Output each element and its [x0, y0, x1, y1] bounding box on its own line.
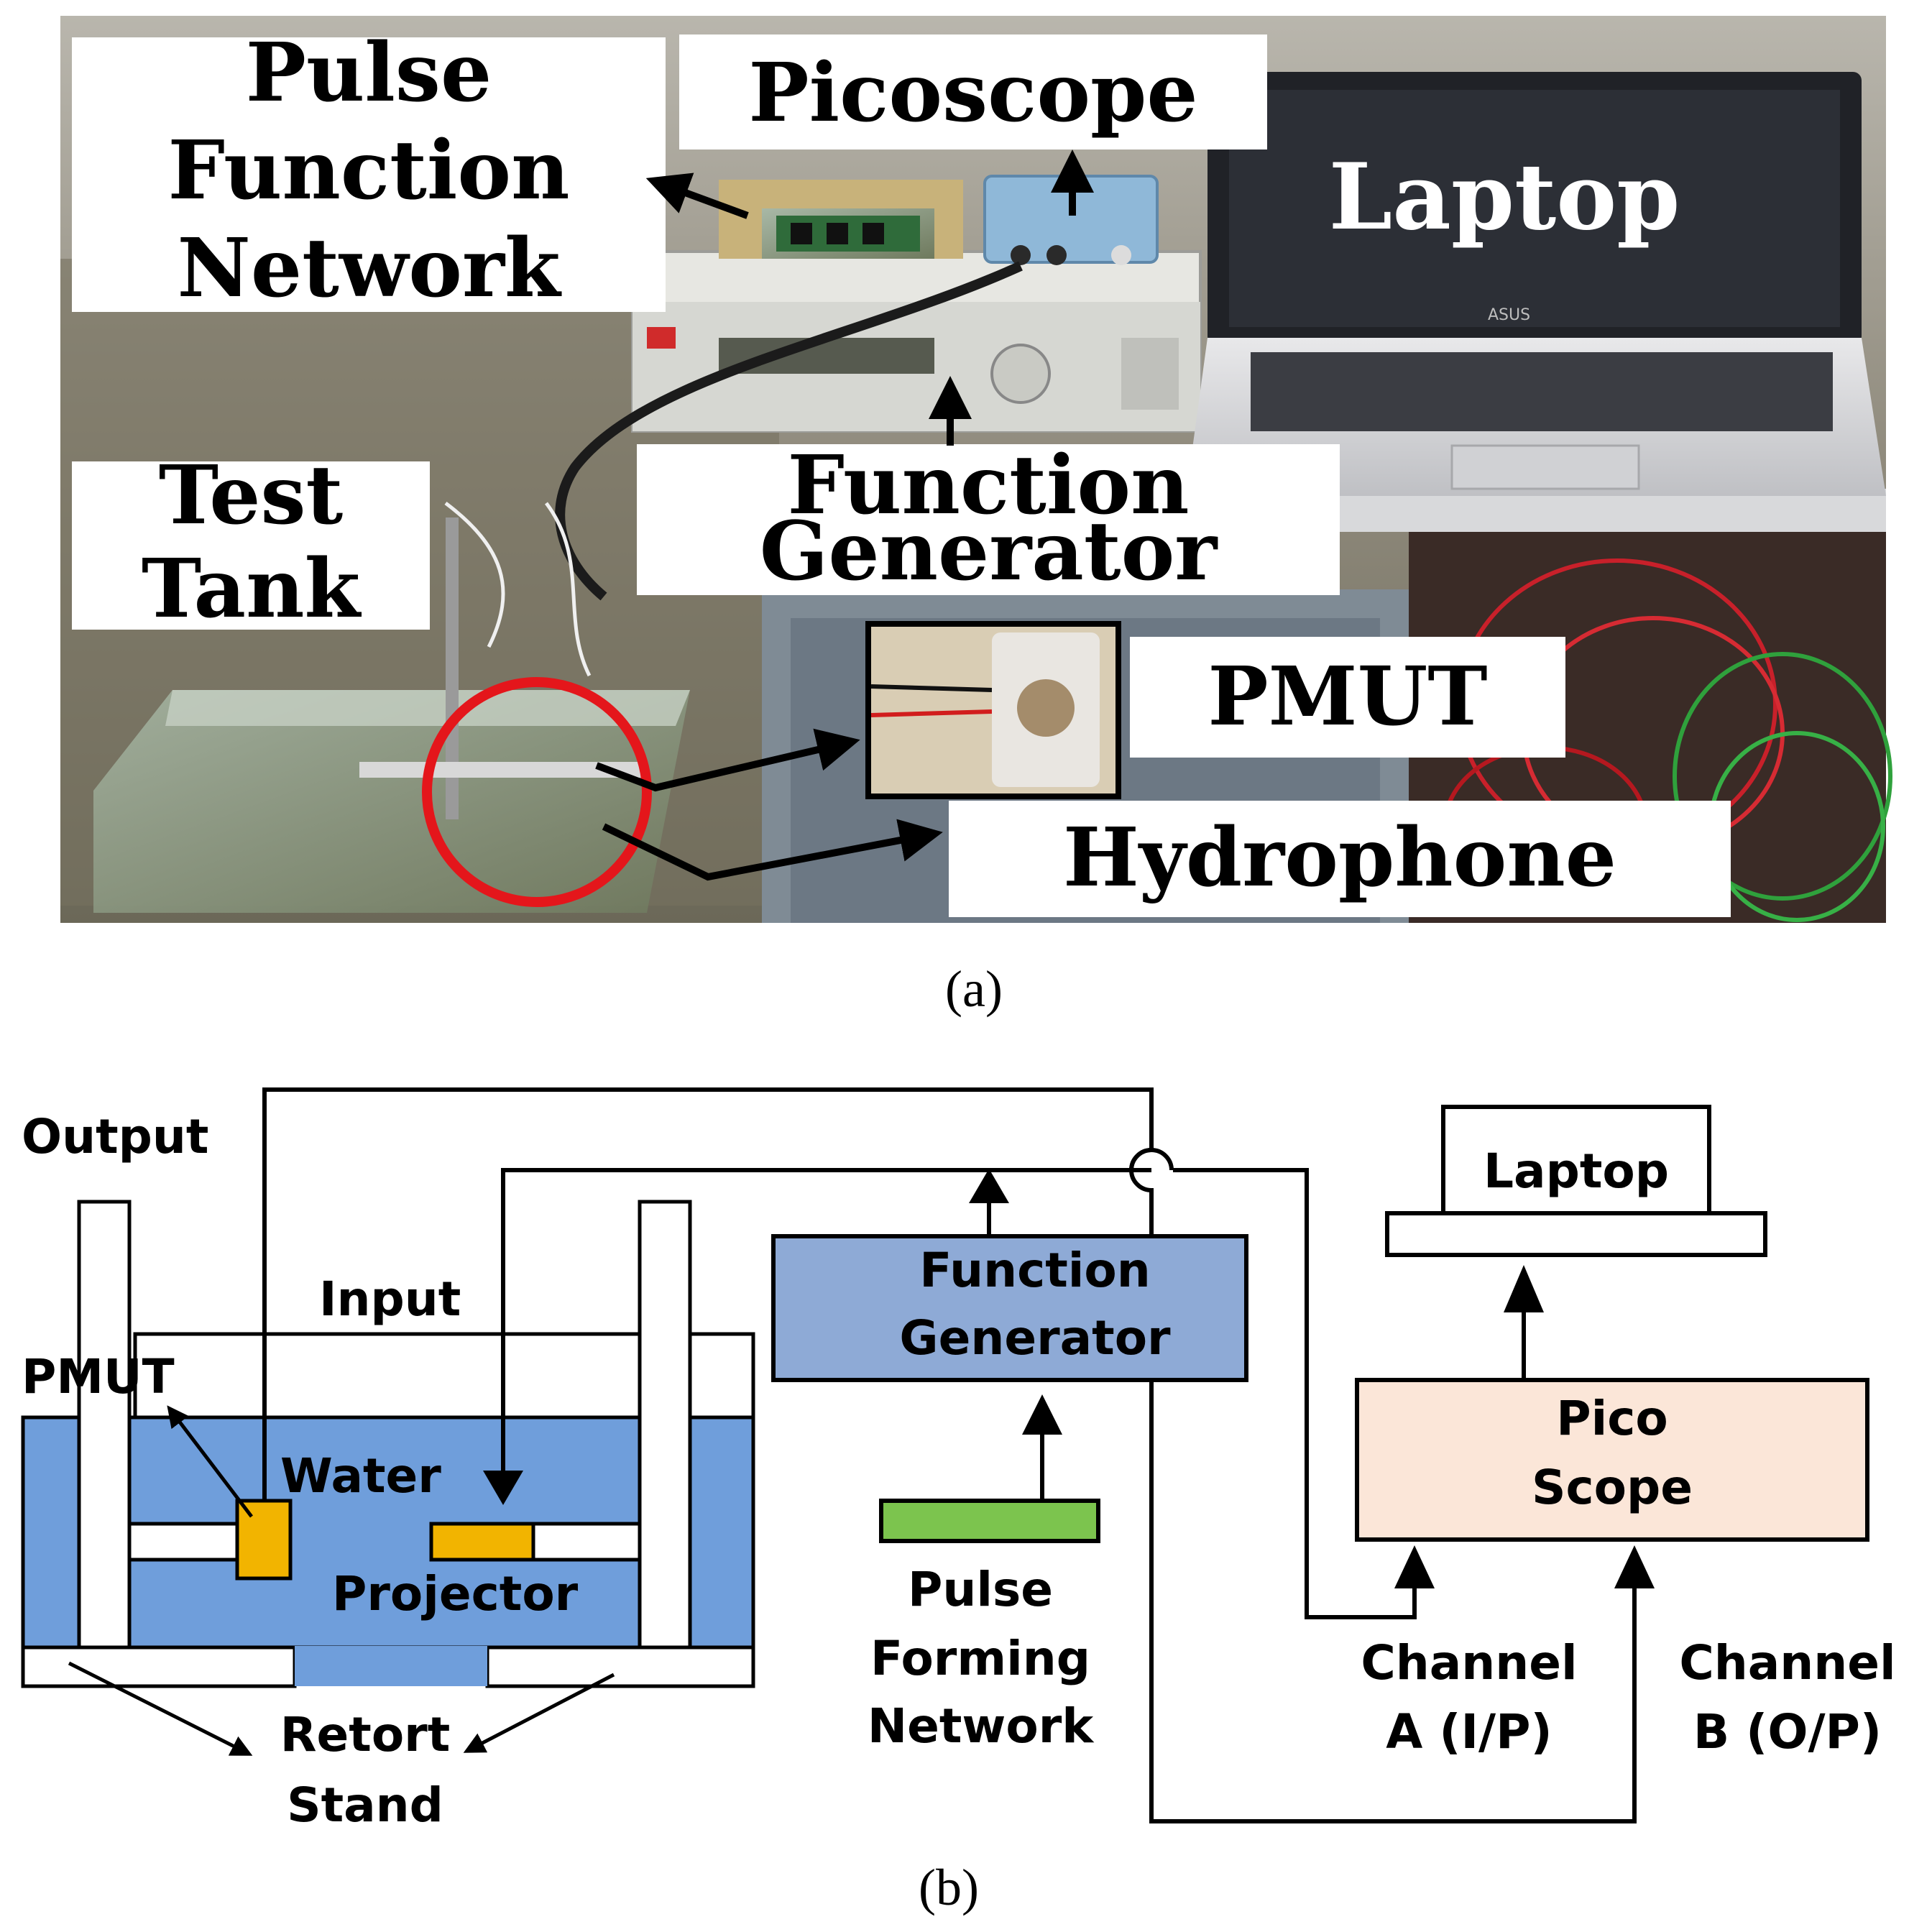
diagram-arrowheads	[483, 1169, 1655, 1588]
picoscope-label: Picoscope	[679, 34, 1267, 150]
arrowhead-channel-a	[1394, 1545, 1435, 1588]
photo-arrows	[595, 150, 1094, 881]
channel-a-label-line2: A (I/P)	[1386, 1704, 1552, 1760]
retort-label-line1: Retort	[280, 1707, 451, 1762]
arrow-to-pulse-network	[645, 172, 749, 219]
svg-text:Function: Function	[167, 124, 569, 218]
highlight-circle	[422, 677, 652, 907]
arrow-retort-left	[68, 1661, 253, 1756]
arrowhead-fg-bottom	[1022, 1394, 1062, 1435]
retort-base-right	[485, 1645, 755, 1688]
water-label: Water	[280, 1448, 441, 1504]
function-generator-device	[631, 250, 1202, 433]
function-generator-label-line1: Function	[919, 1243, 1150, 1298]
channel-b-label-line2: B (O/P)	[1693, 1704, 1882, 1760]
arrowhead-laptop	[1504, 1265, 1544, 1312]
svg-text:Generator: Generator	[760, 505, 1219, 599]
retort-label-line2: Stand	[287, 1777, 443, 1833]
laptop-device: ASUS	[1186, 72, 1886, 496]
svg-text:Pulse: Pulse	[246, 26, 492, 120]
output-label: Output	[22, 1109, 208, 1164]
retort-rod-right	[638, 1200, 692, 1650]
svg-text:Test: Test	[159, 448, 344, 543]
wire-crossing-hop	[1129, 1148, 1174, 1171]
laptop-screen-box	[1441, 1105, 1711, 1215]
pico-scope-box	[1355, 1378, 1869, 1542]
fg-to-projector-wire	[501, 1168, 1151, 1496]
caption-a: (a)	[945, 960, 1003, 1018]
pmut-to-channel-b-wire	[1149, 1344, 1637, 1823]
channel-a-label-line1: Channel	[1361, 1635, 1577, 1690]
projector-label: Projector	[332, 1566, 579, 1622]
caption-b: (b)	[919, 1859, 979, 1916]
test-tank-label: Test Tank	[72, 448, 430, 636]
retort-rod-left	[77, 1200, 132, 1650]
laptop-diagram-label: Laptop	[1484, 1144, 1669, 1199]
pmut-diagram-label: PMUT	[22, 1349, 175, 1404]
function-generator-box	[771, 1234, 1248, 1382]
pmut-photo-label: PMUT	[1130, 637, 1565, 758]
arrow-to-hydrophone	[602, 819, 943, 881]
svg-text:PMUT: PMUT	[1208, 650, 1487, 744]
pulse-forming-network-box	[879, 1499, 1100, 1543]
arrow-to-pmut-inset	[595, 728, 860, 792]
water-notch	[295, 1646, 487, 1686]
arrow-retort-right	[463, 1673, 615, 1753]
pulse-forming-label-line3: Network	[868, 1698, 1095, 1754]
pmut-inset-photo	[865, 621, 1121, 799]
svg-text:Function: Function	[787, 438, 1189, 533]
svg-text:Network: Network	[177, 221, 561, 316]
svg-text:Picoscope: Picoscope	[748, 46, 1197, 140]
clamp-arm-left	[127, 1522, 239, 1562]
panel-b-diagram: Function Generator Pulse Forming Network…	[21, 1087, 1896, 1833]
picoscope-device	[983, 175, 1159, 265]
function-generator-label-line2: Generator	[899, 1310, 1171, 1366]
fg-to-channel-a-wire	[1173, 1168, 1417, 1619]
pulse-forming-label-line2: Forming	[870, 1631, 1090, 1686]
pulse-forming-label-line1: Pulse	[908, 1562, 1053, 1617]
clamp-arm-right	[531, 1522, 642, 1562]
hydrophone-photo-label: Hydrophone	[949, 801, 1731, 917]
arrowhead-projector	[483, 1471, 523, 1505]
function-generator-label: Function Generator	[637, 438, 1340, 599]
channel-b-label-line1: Channel	[1679, 1635, 1895, 1690]
projector-element	[429, 1522, 535, 1562]
panel-a-photo: ASUS Pulse Function	[60, 16, 1892, 923]
arrowhead-fg-top	[969, 1169, 1009, 1203]
pmut-element	[235, 1499, 293, 1581]
arrow-to-pmut-label	[167, 1405, 253, 1518]
pulse-network-board	[719, 180, 963, 259]
pico-scope-label-line1: Pico	[1556, 1391, 1668, 1446]
svg-text:Hydrophone: Hydrophone	[1063, 811, 1616, 905]
laptop-label: Laptop	[1329, 144, 1680, 250]
tank-pointer-arrows	[68, 1405, 615, 1756]
laptop-base-box	[1385, 1211, 1767, 1257]
arrowhead-channel-b	[1614, 1545, 1655, 1588]
input-label: Input	[319, 1271, 461, 1327]
pulse-network-label: Pulse Function Network	[72, 26, 666, 316]
svg-text:Tank: Tank	[142, 542, 362, 636]
water-tank	[21, 1200, 755, 1688]
pico-scope-label-line2: Scope	[1532, 1460, 1693, 1515]
laptop-brand-text: ASUS	[1488, 306, 1530, 324]
retort-base-left	[21, 1645, 297, 1688]
